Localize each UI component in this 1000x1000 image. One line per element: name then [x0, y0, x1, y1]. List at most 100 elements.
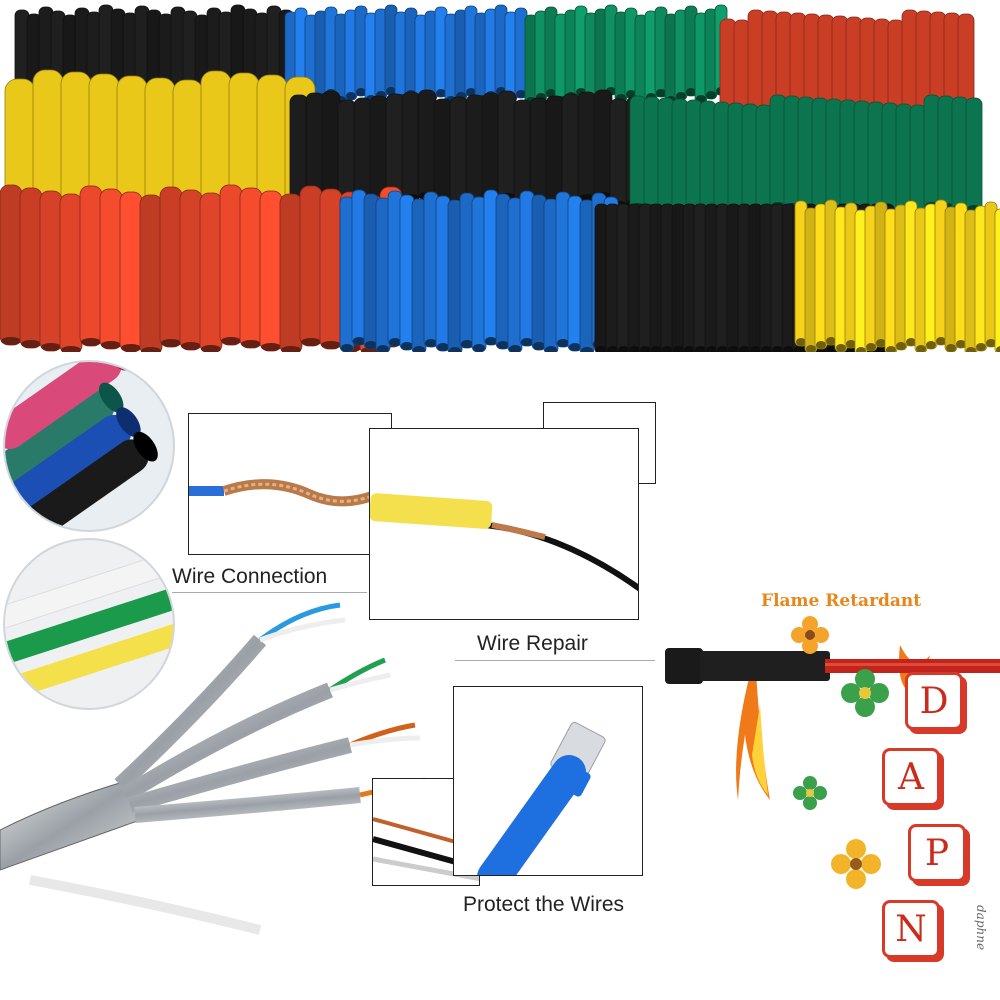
tube-opening	[521, 338, 533, 346]
heat-shrink-tube	[401, 91, 421, 203]
tube-opening	[516, 90, 526, 98]
heat-shrink-tube	[561, 93, 581, 205]
heat-shrink-tube	[577, 91, 597, 203]
heat-shrink-tube	[994, 208, 1000, 355]
tube-opening	[101, 341, 121, 349]
tube-opening	[956, 340, 966, 348]
brand-letter-tile: P	[908, 824, 966, 882]
tube-opening	[866, 343, 876, 351]
tube-opening	[706, 91, 716, 99]
brand-letter-tile: A	[882, 748, 940, 806]
tube-opening	[21, 340, 41, 348]
tube-opening	[846, 340, 856, 348]
brand-signature: daphne	[974, 905, 988, 951]
protect-wires-caption: Protect the Wires	[463, 893, 625, 916]
heat-shrink-tube	[417, 89, 437, 201]
heat-shrink-tube	[965, 97, 983, 214]
cable-protection-photo	[453, 686, 643, 876]
tube-opening	[201, 345, 221, 353]
wire-connection-photo	[188, 413, 392, 555]
tube-opening	[836, 344, 846, 352]
tube-opening	[389, 338, 401, 346]
tube-opening	[826, 337, 836, 345]
heat-shrink-tube	[545, 95, 565, 207]
tube-opening	[796, 338, 806, 346]
shielded-cable-photo	[0, 580, 460, 940]
heat-shrink-tube	[299, 185, 323, 347]
flower-decoration	[790, 615, 830, 655]
heat-shrink-tube	[497, 90, 517, 202]
tube-opening	[341, 344, 353, 352]
tube-opening	[365, 341, 377, 349]
printed-tubes-circle-inset	[3, 538, 175, 710]
tube-opening	[161, 339, 181, 347]
heat-shrink-tube	[39, 190, 63, 352]
heat-shrink-tube	[199, 192, 223, 354]
tube-opening	[386, 87, 396, 95]
flower-decoration	[830, 838, 882, 890]
heat-shrink-tube	[179, 189, 203, 351]
tube-opening	[806, 345, 816, 353]
heat-shrink-tube	[119, 191, 143, 353]
wire-repair-photo	[369, 428, 639, 620]
tube-opening	[579, 194, 595, 202]
heat-shrink-tube	[449, 96, 469, 208]
caption-underline	[455, 660, 655, 661]
tube-opening	[241, 340, 261, 348]
tube-opening	[569, 343, 581, 351]
tube-opening	[916, 345, 926, 353]
wire-connection-caption: Wire Connection	[172, 565, 328, 588]
tube-opening	[656, 89, 666, 97]
tube-opening	[473, 344, 485, 352]
heat-shrink-tube	[593, 89, 613, 201]
tube-opening	[346, 92, 356, 100]
tube-opening	[466, 88, 476, 96]
tube-opening	[533, 342, 545, 350]
tube-opening	[436, 89, 446, 97]
heat-shrink-tube	[59, 193, 83, 355]
tube-opening	[946, 344, 956, 352]
tube-opening	[546, 89, 556, 97]
heat-shrink-tube	[99, 188, 123, 350]
tube-opening	[626, 90, 636, 98]
tube-opening	[936, 337, 946, 345]
tube-opening	[353, 337, 365, 345]
tube-opening	[976, 343, 986, 351]
tube-opening	[926, 341, 936, 349]
tube-opening	[676, 92, 686, 100]
heat-shrink-tube	[19, 187, 43, 349]
flower-decoration	[792, 775, 828, 811]
heat-shrink-tube	[279, 193, 303, 355]
tube-opening	[906, 338, 916, 346]
heat-shrink-tube	[321, 90, 341, 202]
tube-opening	[557, 339, 569, 347]
tube-opening	[497, 341, 509, 349]
wire-repair-caption: Wire Repair	[477, 632, 588, 655]
tube-opening	[181, 342, 201, 350]
heat-shrink-tube	[433, 98, 453, 210]
tube-opening	[121, 344, 141, 352]
tube-opening	[81, 338, 101, 346]
tube-opening	[425, 339, 437, 347]
heat-shrink-tube	[481, 92, 501, 204]
heat-shrink-tube	[609, 98, 629, 210]
heat-shrink-tube	[465, 94, 485, 206]
tube-opening	[301, 338, 321, 346]
heat-shrink-tube	[0, 184, 23, 346]
tube-assortment-photo	[0, 0, 1000, 356]
heat-shrink-tube	[139, 194, 163, 356]
heat-shrink-tube	[159, 186, 183, 348]
caption-underline	[172, 592, 367, 593]
heat-shrink-tube	[239, 187, 263, 349]
heat-shrink-tube	[529, 97, 549, 209]
tube-opening	[1, 337, 21, 345]
tube-opening	[221, 337, 241, 345]
heat-shrink-tube	[219, 184, 243, 346]
tube-opening	[686, 88, 696, 96]
flower-decoration	[840, 668, 890, 718]
tube-opening	[261, 343, 281, 351]
tube-opening	[996, 346, 1000, 354]
heat-shrink-tube	[79, 185, 103, 347]
tube-opening	[401, 342, 413, 350]
tube-opening	[377, 345, 389, 353]
